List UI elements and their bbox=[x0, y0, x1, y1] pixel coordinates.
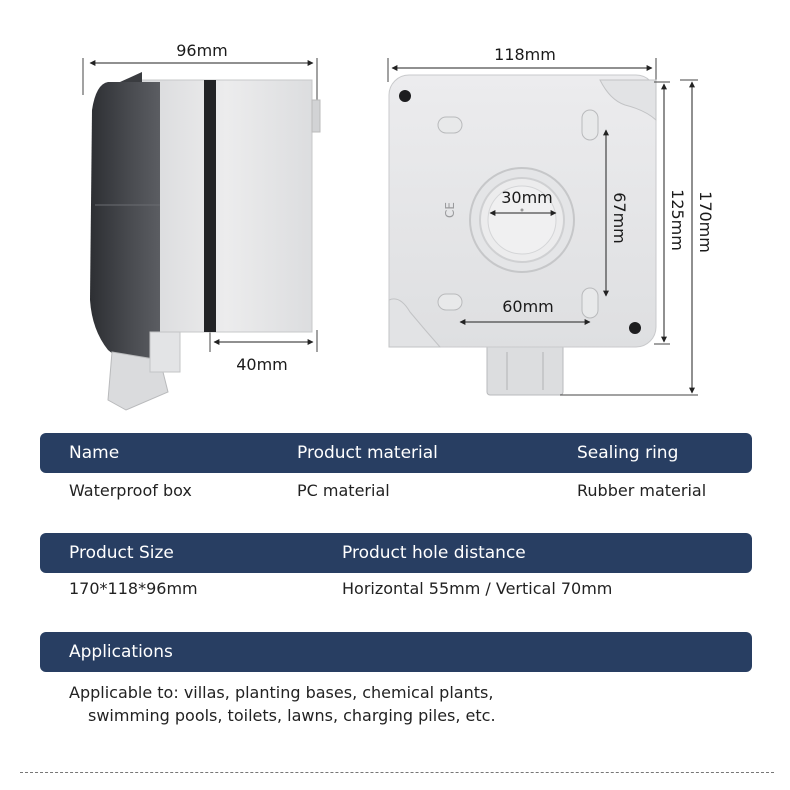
hole-v-spacing-label: 67mm bbox=[610, 192, 629, 244]
material-value: PC material bbox=[297, 481, 390, 500]
product-dimension-diagram: 96mm 40mm CE 118mm 30mm 60mm bbox=[82, 41, 715, 411]
side-view-box bbox=[82, 58, 321, 411]
applications-line-1: Applicable to: villas, planting bases, c… bbox=[69, 683, 494, 702]
hole-diameter-label: 30mm bbox=[501, 188, 553, 207]
hole-distance-header: Product hole distance bbox=[342, 543, 526, 563]
inner-height-label: 125mm bbox=[668, 189, 687, 251]
applications-text: Applicable to: villas, planting bases, c… bbox=[69, 681, 496, 727]
side-width-label: 96mm bbox=[176, 41, 228, 60]
applications-header: Applications bbox=[69, 642, 173, 662]
ce-mark: CE bbox=[443, 202, 457, 218]
size-value: 170*118*96mm bbox=[69, 579, 198, 598]
dashed-divider bbox=[20, 772, 774, 773]
front-view-box bbox=[387, 58, 657, 396]
hole-h-spacing-label: 60mm bbox=[502, 297, 554, 316]
spec-header-band: Name Product material Sealing ring bbox=[40, 433, 752, 473]
applications-line-2: swimming pools, toilets, lawns, charging… bbox=[88, 706, 496, 725]
applications-header-band: Applications bbox=[40, 632, 752, 672]
total-height-label: 170mm bbox=[696, 191, 715, 253]
hole-distance-value: Horizontal 55mm / Vertical 70mm bbox=[342, 579, 613, 598]
material-header: Product material bbox=[297, 443, 438, 463]
front-width-label: 118mm bbox=[494, 45, 556, 64]
sealing-header: Sealing ring bbox=[577, 443, 679, 463]
size-values-row: 170*118*96mm Horizontal 55mm / Vertical … bbox=[40, 579, 752, 601]
spec-values-row: Waterproof box PC material Rubber materi… bbox=[40, 481, 752, 503]
size-header-band: Product Size Product hole distance bbox=[40, 533, 752, 573]
name-header: Name bbox=[69, 443, 120, 463]
name-value: Waterproof box bbox=[69, 481, 192, 500]
size-header: Product Size bbox=[69, 543, 174, 563]
side-depth-label: 40mm bbox=[236, 355, 288, 374]
sealing-value: Rubber material bbox=[577, 481, 707, 500]
